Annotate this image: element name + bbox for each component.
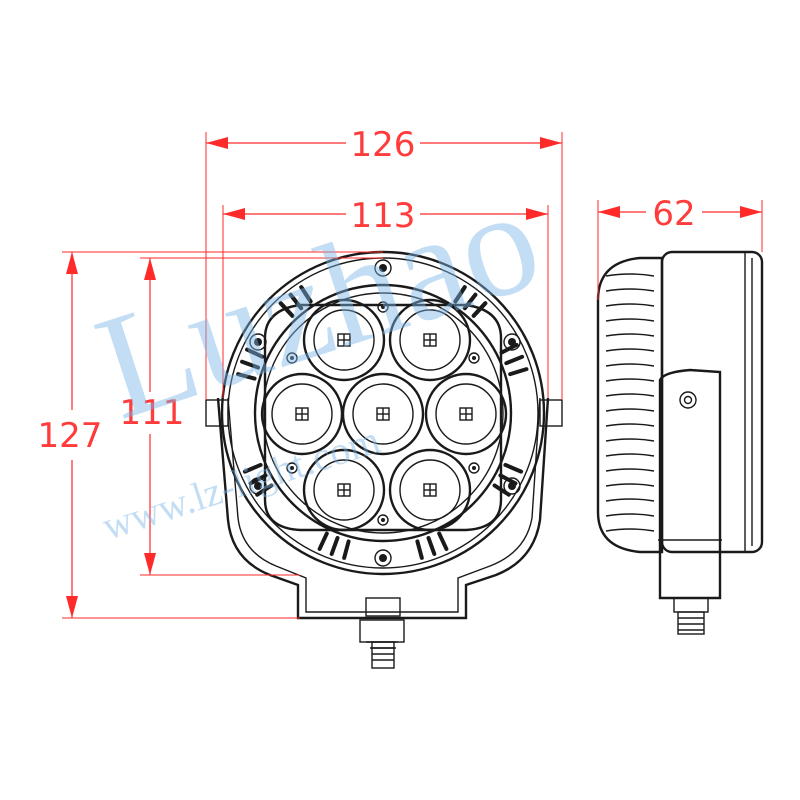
heatsink-fin [605, 453, 655, 457]
heatsink-fin [605, 348, 655, 352]
heatsink-fins [605, 273, 655, 532]
heatsink-fin [605, 333, 655, 337]
vent-slot [504, 354, 525, 366]
heatsink-fin [605, 318, 655, 322]
front-view [205, 250, 563, 669]
dim-label-depth: 62 [652, 194, 695, 234]
vent-slot [503, 462, 524, 474]
heatsink-fin [605, 303, 655, 307]
reflector-screw [468, 462, 480, 474]
screw-head [374, 549, 392, 567]
vent-slot [415, 539, 424, 560]
led-reflector [388, 298, 472, 382]
side-bracket-bolt [679, 391, 697, 409]
led-reflector [302, 448, 386, 532]
reflector-screw [468, 352, 480, 364]
heatsink-fin [605, 498, 655, 502]
reflector-screw [286, 462, 298, 474]
dim-label-height-inner: 111 [120, 393, 185, 433]
watermark-brand: Luzhao [79, 155, 558, 452]
vent-slot [437, 531, 449, 551]
led-reflector [388, 448, 472, 532]
vent-slot [245, 347, 265, 359]
heatsink-fin [605, 423, 655, 427]
heatsink-fin [605, 408, 655, 412]
side-bracket [658, 368, 722, 600]
heatsink-fin [605, 468, 655, 472]
finned-heatsink [596, 256, 664, 554]
heatsink-fin [605, 288, 655, 292]
heatsink-fin [605, 273, 655, 277]
reflector-screw [286, 352, 298, 364]
led-reflector [302, 298, 386, 382]
vent-slot [426, 535, 437, 556]
front-bezel-side [660, 250, 764, 554]
led-reflector [341, 372, 425, 456]
led-reflector [424, 372, 508, 456]
screw-head [503, 477, 521, 495]
vent-slot [248, 473, 268, 486]
heatsink-fin [605, 363, 655, 367]
mounting-bracket [216, 397, 550, 620]
vent-slot [240, 359, 261, 370]
vent-slot [299, 285, 313, 304]
heatsink-fin [605, 513, 655, 517]
heatsink-fin [605, 438, 655, 442]
heatsink-fin [605, 528, 655, 532]
bracket-pivot-right [539, 399, 563, 427]
screw-head [374, 259, 392, 277]
heatsink-fin [605, 378, 655, 382]
side-view [596, 250, 764, 635]
reflector-screw [377, 514, 389, 526]
heatsink-fin [605, 393, 655, 397]
dim-label-height-overall: 127 [38, 416, 103, 456]
dim-label-width-inner: 113 [351, 196, 416, 236]
heatsink-fin [605, 483, 655, 487]
reflector-window [263, 303, 503, 532]
vent-slot [329, 535, 340, 556]
vent-slot [242, 462, 263, 474]
vent-slot [342, 539, 351, 560]
vent-slot [317, 531, 329, 551]
dim-label-width-overall: 126 [351, 125, 416, 165]
led-reflectors [260, 298, 508, 532]
vent-slot [453, 285, 467, 304]
cable-gland [359, 597, 405, 669]
vent-slot [508, 367, 529, 377]
screw-head [503, 333, 521, 351]
vent-slot [236, 372, 257, 381]
dimension-lines [62, 132, 763, 619]
